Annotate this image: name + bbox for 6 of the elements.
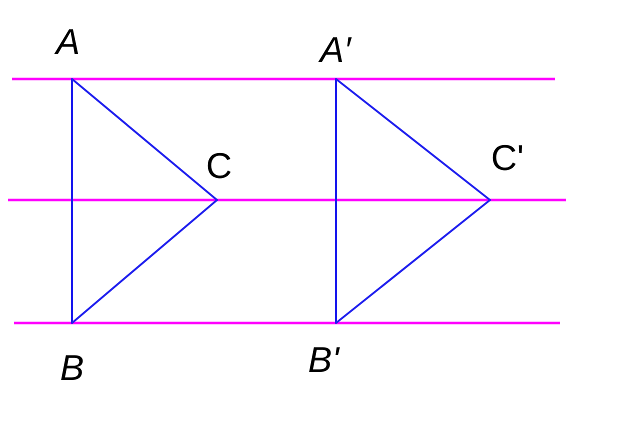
point-label: B' <box>308 340 339 380</box>
point-label: B <box>60 348 84 388</box>
point-label: C' <box>491 138 524 178</box>
point-label: A <box>56 22 80 62</box>
point-label: C <box>206 146 232 186</box>
point-label: A′ <box>320 30 351 70</box>
